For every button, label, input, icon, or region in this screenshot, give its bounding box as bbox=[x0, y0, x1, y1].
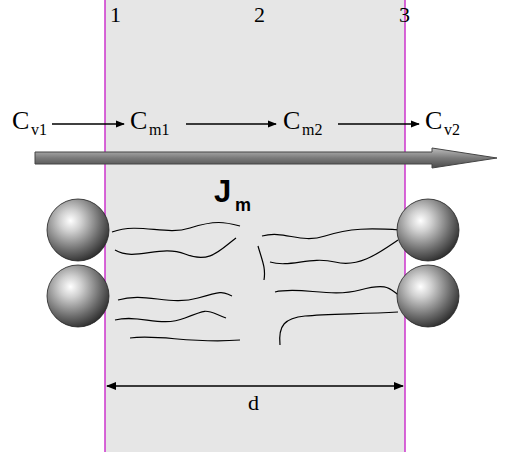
region-number: 1 bbox=[110, 4, 121, 26]
dimension-label: d bbox=[248, 392, 259, 414]
concentration-subscript: m1 bbox=[149, 122, 169, 138]
concentration-subscript: v2 bbox=[444, 122, 460, 138]
region-number: 2 bbox=[254, 4, 265, 26]
flux-arrow bbox=[35, 148, 497, 168]
flow-arrow bbox=[52, 123, 124, 124]
region-number: 3 bbox=[399, 4, 410, 26]
dimension-arrow bbox=[107, 385, 403, 386]
concentration-subscript: v1 bbox=[31, 122, 47, 138]
polymer-chains bbox=[112, 223, 400, 346]
concentration-symbol: C bbox=[130, 108, 147, 134]
concentration-symbol: C bbox=[425, 108, 442, 134]
concentration-symbol: C bbox=[12, 108, 29, 134]
concentration-subscript: m2 bbox=[302, 122, 322, 138]
flux-subscript: m bbox=[235, 196, 251, 214]
pore-spheres bbox=[47, 199, 459, 327]
flow-arrow bbox=[186, 123, 276, 124]
concentration-symbol: C bbox=[283, 108, 300, 134]
flux-symbol: J bbox=[214, 176, 231, 207]
membrane-band bbox=[105, 0, 405, 452]
flow-arrow bbox=[338, 123, 419, 124]
